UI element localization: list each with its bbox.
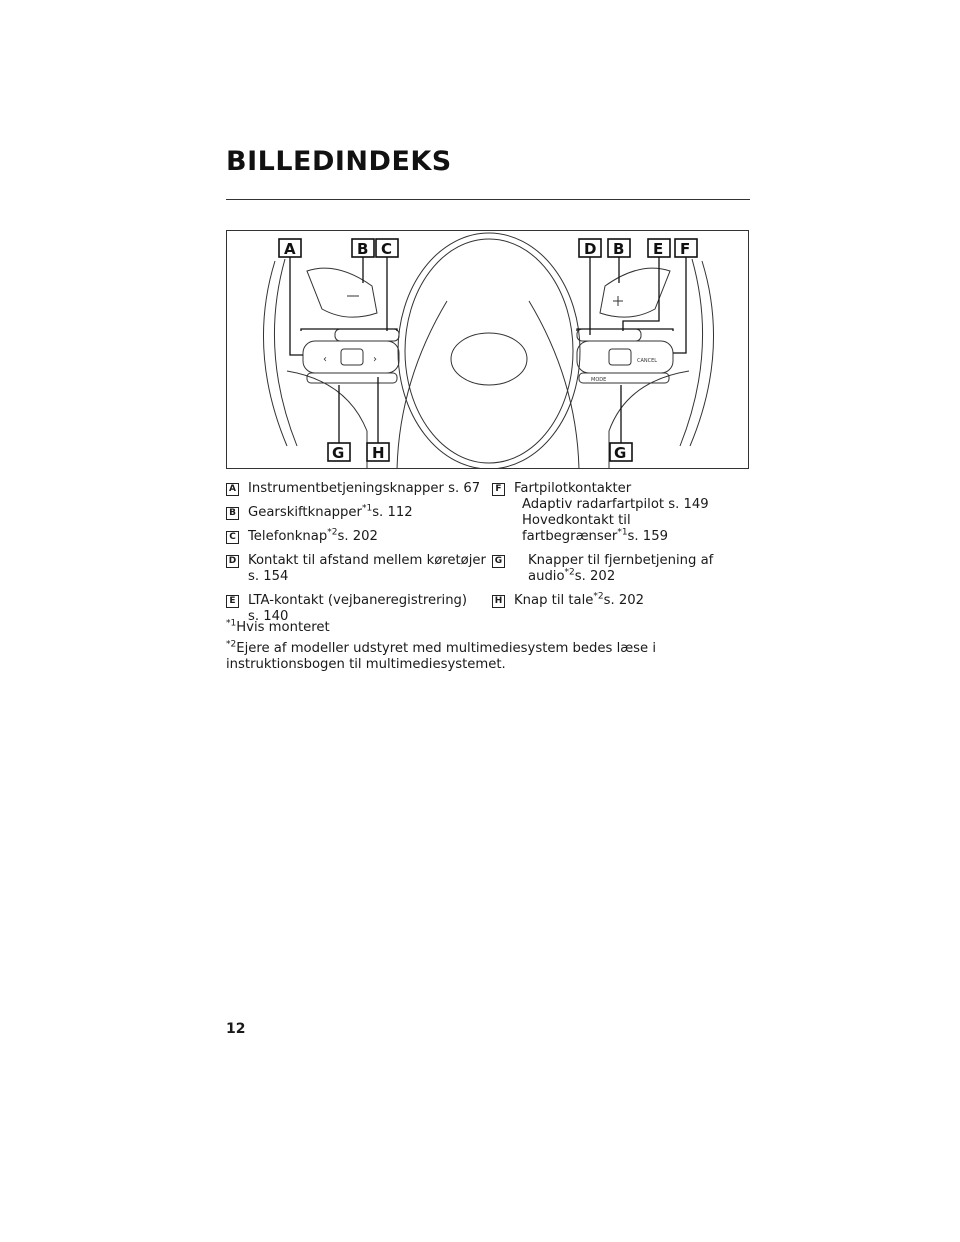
legend-badge-g: G (492, 555, 505, 568)
footnote-1-mark: *1 (226, 618, 237, 629)
legend-item-d: D Kontakt til afstand mellem køretøjer s… (226, 553, 488, 585)
legend-right-column: F Fartpilotkontakter Adaptiv radarfartpi… (492, 481, 750, 617)
callout-b-right: B (607, 238, 631, 258)
legend-text-h: Knap til tale (514, 593, 594, 608)
svg-text:E: E (653, 240, 663, 258)
legend-item-f: F Fartpilotkontakter Adaptiv radarfartpi… (492, 481, 750, 545)
callout-a: A (278, 238, 302, 258)
svg-text:F: F (680, 240, 690, 258)
callout-c: C (375, 238, 399, 258)
legend-text-f-main: Hovedkontakt til (522, 513, 631, 528)
legend-sup-b: *1 (361, 503, 373, 514)
svg-text:D: D (584, 240, 596, 258)
left-switch-pad (302, 340, 400, 374)
callout-g-right: G (609, 442, 633, 462)
legend-text-f-limiter: fartbegrænser (522, 529, 618, 544)
legend-badge-h: H (492, 595, 505, 608)
legend-text-g-audio: audio (528, 569, 565, 584)
svg-text:G: G (614, 444, 626, 462)
legend-sup-c: *2 (327, 527, 338, 538)
legend-text-d: Kontakt til afstand mellem køretøjer (248, 553, 486, 568)
legend-ref-f[interactable]: s. 159 (627, 529, 668, 544)
page-title: BILLEDINDEKS (226, 146, 452, 177)
steering-wheel-illustration: ‹ › CANCEL MODE A B C D B E F G H G (262, 232, 715, 468)
cancel-label: CANCEL (637, 358, 657, 364)
svg-text:A: A (284, 240, 296, 258)
legend-text-f-adaptive[interactable]: Adaptiv radarfartpilot s. 149 (522, 497, 709, 512)
legend-text-f-heading: Fartpilotkontakter (514, 481, 632, 496)
svg-text:H: H (372, 444, 385, 462)
callout-d: D (578, 238, 602, 258)
page-number: 12 (226, 1021, 246, 1037)
footnote-2: *2Ejere af modeller udstyret med multime… (226, 639, 750, 673)
legend-ref-c[interactable]: s. 202 (337, 529, 378, 544)
svg-text:‹: ‹ (323, 354, 327, 365)
legend-text-g: Knapper til fjernbetjening af (528, 553, 714, 568)
svg-text:C: C (381, 240, 392, 258)
legend-badge-c: C (226, 531, 239, 544)
callout-h: H (366, 442, 390, 462)
legend-badge-b: B (226, 507, 239, 520)
legend-item-b: B Gearskiftknapper*1s. 112 (226, 503, 488, 521)
legend-text-c: Telefonknap (248, 529, 328, 544)
legend-ref-g[interactable]: s. 202 (574, 569, 616, 584)
mode-label: MODE (591, 377, 606, 383)
callout-g-left: G (327, 442, 351, 462)
legend-badge-a: A (226, 483, 239, 496)
callout-b-left: B (351, 238, 375, 258)
legend-sup-g: *2 (564, 567, 575, 578)
callout-f: F (674, 238, 698, 258)
footnote-2-mark: *2 (226, 639, 237, 650)
legend-ref-b[interactable]: s. 112 (372, 505, 413, 520)
right-switch-pad (576, 340, 674, 374)
legend-ref-e[interactable]: s. 140 (248, 609, 289, 624)
svg-text:G: G (332, 444, 344, 462)
legend-item-a: A Instrumentbetjeningsknapper s. 67 (226, 481, 488, 497)
legend-text-e: LTA-kontakt (vejbaneregistrering) (248, 593, 468, 608)
legend-badge-e: E (226, 595, 239, 608)
steering-wheel-figure: ‹ › CANCEL MODE A B C D B E F G H G (226, 230, 749, 469)
legend-ref-h[interactable]: s. 202 (603, 593, 645, 608)
legend-ref-d[interactable]: s. 154 (248, 569, 289, 584)
svg-text:B: B (613, 240, 624, 258)
footnote-1-text: Hvis monteret (236, 620, 330, 635)
title-rule (226, 199, 750, 200)
legend-sup-f: *1 (617, 527, 628, 538)
legend-sup-h: *2 (593, 591, 604, 602)
legend-left-column: A Instrumentbetjeningsknapper s. 67 B Ge… (226, 481, 488, 633)
legend-text-a: Instrumentbetjeningsknapper s. 67 (248, 481, 481, 496)
footnote-2-text: Ejere af modeller udstyret med multimedi… (226, 641, 657, 672)
callout-e: E (647, 238, 671, 258)
legend-item-e: E LTA-kontakt (vejbaneregistrering) s. 1… (226, 593, 488, 625)
legend-item-c: C Telefonknap*2s. 202 (226, 527, 488, 545)
legend-badge-f: F (492, 483, 505, 496)
footnote-1: *1Hvis monteret (226, 618, 750, 636)
legend-badge-d: D (226, 555, 239, 568)
svg-text:B: B (357, 240, 368, 258)
legend-item-h: H Knap til tale*2s. 202 (492, 591, 750, 609)
svg-text:›: › (373, 354, 377, 365)
legend-item-g: G Knapper til fjernbetjening af audio*2s… (492, 553, 750, 585)
paddle-minus (306, 267, 378, 318)
paddle-plus (599, 267, 671, 318)
legend-text-b: Gearskiftknapper (248, 505, 362, 520)
